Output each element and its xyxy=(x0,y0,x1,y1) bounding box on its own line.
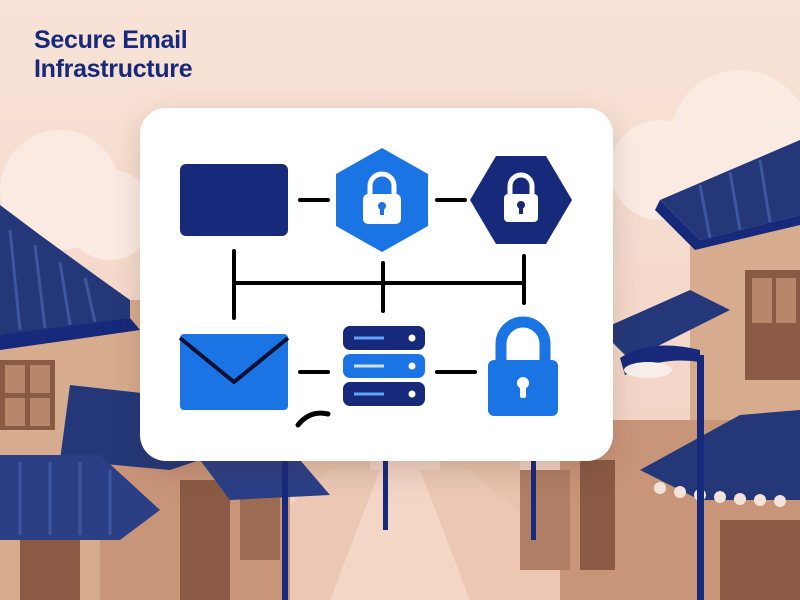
navy-hexagon-lock-node xyxy=(470,156,572,244)
server-icon xyxy=(343,326,425,406)
page-title: Secure Email Infrastructure xyxy=(34,26,193,84)
padlock-node xyxy=(488,316,558,416)
blue-hexagon-lock-node xyxy=(336,148,428,252)
page-title-line-2: Infrastructure xyxy=(34,55,193,83)
mail-envelope-node xyxy=(178,334,290,410)
connector-swoosh xyxy=(295,410,331,428)
diagram-card xyxy=(140,108,613,461)
page-title-line-1: Secure Email xyxy=(34,26,188,54)
mail-icon xyxy=(178,336,290,384)
navy-box-node xyxy=(180,164,288,236)
server-stack-node xyxy=(343,326,425,406)
bracket-connector xyxy=(232,249,526,320)
street-lamps xyxy=(282,345,704,600)
network-diagram xyxy=(178,148,572,428)
right-houses xyxy=(520,140,800,600)
lock-icon xyxy=(363,171,401,224)
lock-icon xyxy=(504,172,538,222)
padlock-icon xyxy=(488,316,558,416)
